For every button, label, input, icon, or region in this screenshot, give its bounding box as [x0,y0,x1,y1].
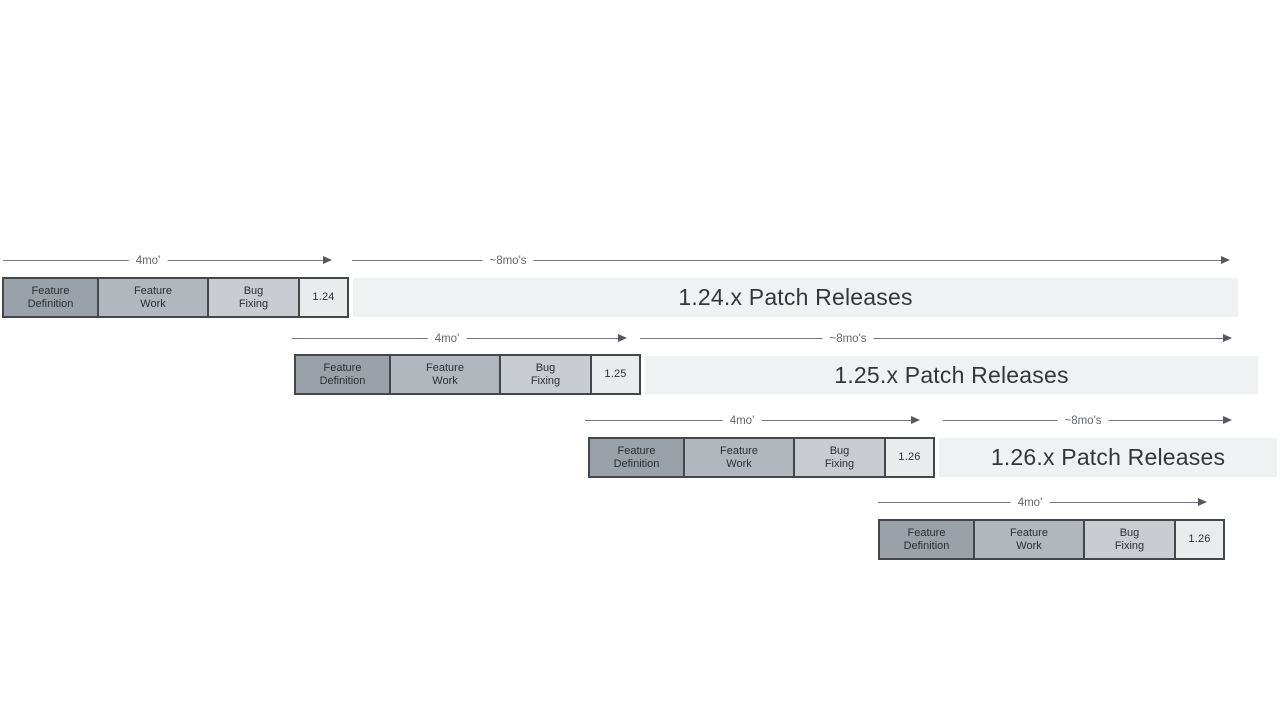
phase-feature-work: Feature Work [683,437,795,478]
phase-label-line2: Work [726,457,752,470]
patch-releases-label: 1.26.x Patch Releases [990,444,1226,470]
cycle-duration-label: 4mo' [128,254,168,268]
phase-feature-definition: Feature Definition [294,354,391,395]
phase-feature-work: Feature Work [973,519,1085,560]
phase-label-line2: Definition [27,297,74,310]
phase-feature-work: Feature Work [97,277,209,318]
arrow-head-icon [1223,334,1232,342]
phase-label-line1: Feature [323,361,362,374]
patch-releases-label: 1.24.x Patch Releases [678,284,913,310]
phase-label-line2: Work [432,374,458,387]
phase-label-line2: Work [140,297,166,310]
phase-bug-fixing: Bug Fixing [499,354,592,395]
cycle-duration-label: 4mo' [1010,496,1050,510]
phase-label-line1: Feature [426,361,464,374]
patch-releases-bar: 1.24.x Patch Releases [353,278,1238,317]
phase-label-line2: Fixing [238,297,269,310]
arrow-head-icon [911,416,920,424]
phase-label-line2: Fixing [824,457,855,470]
cycle-duration-label: 4mo' [427,332,467,346]
arrow-head-icon [1223,416,1232,424]
cycle-duration-label: 4mo' [722,414,762,428]
version-box: 1.26 [884,437,935,478]
arrow-head-icon [1198,498,1207,506]
phase-feature-definition: Feature Definition [588,437,685,478]
arrow-line [352,260,1228,261]
version-box: 1.24 [298,277,349,318]
phase-label-line1: Bug [243,284,264,297]
phase-feature-definition: Feature Definition [2,277,99,318]
release-cycle-phases: Feature Definition Feature Work Bug Fixi… [294,354,641,395]
release-cycle-phases: Feature Definition Feature Work Bug Fixi… [2,277,349,318]
patch-releases-bar: 1.26.x Patch Releases [939,438,1277,477]
phase-feature-work: Feature Work [389,354,501,395]
phase-label-line2: Definition [903,539,950,552]
phase-feature-definition: Feature Definition [878,519,975,560]
phase-label-line2: Work [1016,539,1042,552]
phase-label-line1: Bug [535,361,556,374]
phase-label-line1: Bug [1119,526,1140,539]
phase-label-line1: Feature [1010,526,1048,539]
patch-duration-label: ~8mo's [482,254,534,268]
arrow-line [640,338,1230,339]
patch-duration-label: ~8mo's [1057,414,1109,428]
release-cycle-phases: Feature Definition Feature Work Bug Fixi… [588,437,935,478]
patch-releases-label: 1.25.x Patch Releases [834,361,1069,388]
release-cycle-phases: Feature Definition Feature Work Bug Fixi… [878,519,1225,560]
version-box: 1.25 [590,354,641,395]
phase-label-line2: Fixing [1114,539,1145,552]
phase-bug-fixing: Bug Fixing [207,277,300,318]
patch-duration-label: ~8mo's [822,332,874,346]
phase-label-line1: Feature [907,526,946,539]
phase-label-line2: Fixing [530,374,561,387]
phase-label-line1: Feature [31,284,70,297]
phase-bug-fixing: Bug Fixing [793,437,886,478]
phase-label-line2: Definition [319,374,366,387]
patch-releases-bar: 1.25.x Patch Releases [645,356,1258,394]
arrow-head-icon [618,334,627,342]
phase-label-line2: Definition [613,457,660,470]
phase-bug-fixing: Bug Fixing [1083,519,1176,560]
phase-label-line1: Feature [720,444,758,457]
version-box: 1.26 [1174,519,1225,560]
arrow-head-icon [323,256,332,264]
phase-label-line1: Feature [134,284,172,297]
arrow-head-icon [1221,256,1230,264]
phase-label-line1: Feature [617,444,656,457]
phase-label-line1: Bug [829,444,850,457]
